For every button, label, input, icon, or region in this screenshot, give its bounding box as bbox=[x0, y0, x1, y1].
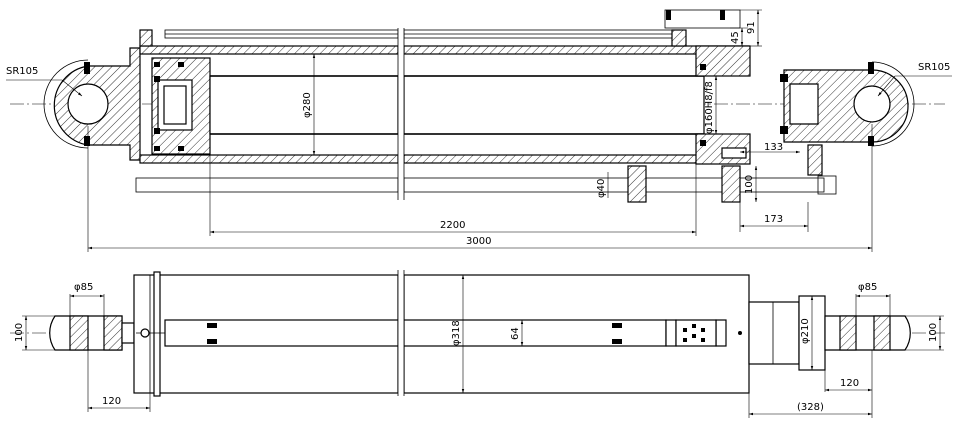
lower-pipe bbox=[135, 165, 837, 203]
dim-sr-left: SR105 bbox=[6, 66, 38, 77]
dim-rod-fit: φ160H8/f8 bbox=[704, 81, 715, 134]
left-clevis-eye bbox=[43, 47, 141, 161]
dim-top-height: 45 bbox=[730, 31, 741, 44]
dim-bore: φ280 bbox=[302, 92, 313, 118]
dim-tube: φ40 bbox=[596, 179, 607, 198]
dim-rod: φ210 bbox=[800, 318, 811, 344]
piston-rod bbox=[209, 75, 705, 135]
dimensions-front: SR105 SR105 φ280 φ160H8/f8 45 91 133 bbox=[6, 9, 952, 252]
right-grease-fitting bbox=[868, 62, 874, 74]
dim-100: 100 bbox=[744, 175, 755, 194]
left-eye-plan bbox=[49, 315, 135, 351]
plan-view: φ85 φ85 100 100 φ318 64 φ210 bbox=[10, 268, 945, 418]
dim-173: 173 bbox=[764, 214, 783, 225]
left-pin-hole bbox=[67, 83, 109, 125]
piston-assembly bbox=[151, 57, 211, 155]
dim-top-91: 91 bbox=[746, 21, 757, 34]
right-rod-eye bbox=[780, 61, 915, 176]
dim-barrel: φ318 bbox=[451, 320, 462, 346]
section-view: SR105 SR105 φ280 φ160H8/f8 45 91 133 bbox=[6, 9, 952, 252]
dim-120-left: 120 bbox=[102, 396, 121, 407]
external-pipe bbox=[139, 9, 741, 47]
dim-2200: 2200 bbox=[440, 220, 465, 231]
dim-eye-right-h: 100 bbox=[928, 323, 939, 342]
break-lines bbox=[397, 20, 405, 210]
dim-133: 133 bbox=[764, 142, 783, 153]
gland-head bbox=[695, 45, 751, 165]
dimensions-plan: φ85 φ85 100 100 φ318 64 φ210 bbox=[14, 275, 944, 418]
dim-slot: 64 bbox=[510, 327, 521, 340]
rod-end-plan bbox=[748, 295, 911, 371]
dim-3000: 3000 bbox=[466, 236, 491, 247]
left-grease-fitting bbox=[84, 62, 90, 74]
dim-eye-left-h: 100 bbox=[14, 323, 25, 342]
dim-120-right: 120 bbox=[840, 378, 859, 389]
dim-pin-right: φ85 bbox=[858, 282, 877, 293]
right-pin-hole bbox=[853, 85, 891, 123]
barrel-plan bbox=[133, 268, 750, 398]
dim-pin-left: φ85 bbox=[74, 282, 93, 293]
dim-328: (328) bbox=[797, 402, 824, 413]
dim-sr-right: SR105 bbox=[918, 62, 950, 73]
